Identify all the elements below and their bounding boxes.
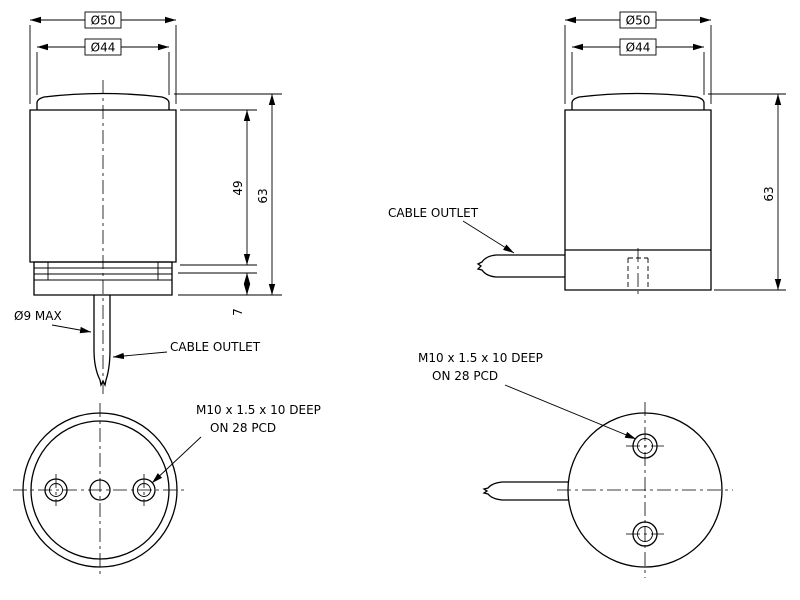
load-cell-collar (33, 261, 173, 296)
dia50-label-side: Ø50 (626, 14, 651, 28)
front-view: Ø50 Ø44 49 63 7 Ø9 MAX CABLE OUTLET (14, 11, 282, 398)
bottom-view-side: M10 x 1.5 x 10 DEEP ON 28 PCD (418, 351, 733, 578)
m10-note-line2-front: ON 28 PCD (210, 421, 276, 435)
load-cell-cap (571, 92, 705, 110)
dia44-label-front: Ø44 (91, 41, 116, 55)
m10-note-line1-side: M10 x 1.5 x 10 DEEP (418, 351, 543, 365)
cable-outlet-label-front: CABLE OUTLET (170, 340, 261, 354)
cable-outlet-label-side: CABLE OUTLET (388, 206, 479, 220)
m10-note-line1-front: M10 x 1.5 x 10 DEEP (196, 403, 321, 417)
cable-hole (89, 479, 111, 501)
cable-outline (482, 481, 569, 501)
dia50-label-front: Ø50 (91, 14, 116, 28)
cable-outline (93, 295, 111, 387)
dia9-max-label: Ø9 MAX (14, 309, 62, 323)
dia44-label-side: Ø44 (626, 41, 651, 55)
dim49-label: 49 (231, 180, 245, 195)
dim63-label-front: 63 (256, 188, 270, 203)
cable-outline (476, 254, 565, 278)
bottom-view-front: M10 x 1.5 x 10 DEEP ON 28 PCD (13, 403, 321, 577)
dim63-label-side: 63 (762, 186, 776, 201)
dim7-label: 7 (231, 308, 245, 316)
m10-note-line2-side: ON 28 PCD (432, 369, 498, 383)
load-cell-body (29, 109, 177, 263)
side-view: CABLE OUTLET Ø50 Ø44 63 (388, 11, 786, 298)
load-cell-body (564, 109, 712, 291)
